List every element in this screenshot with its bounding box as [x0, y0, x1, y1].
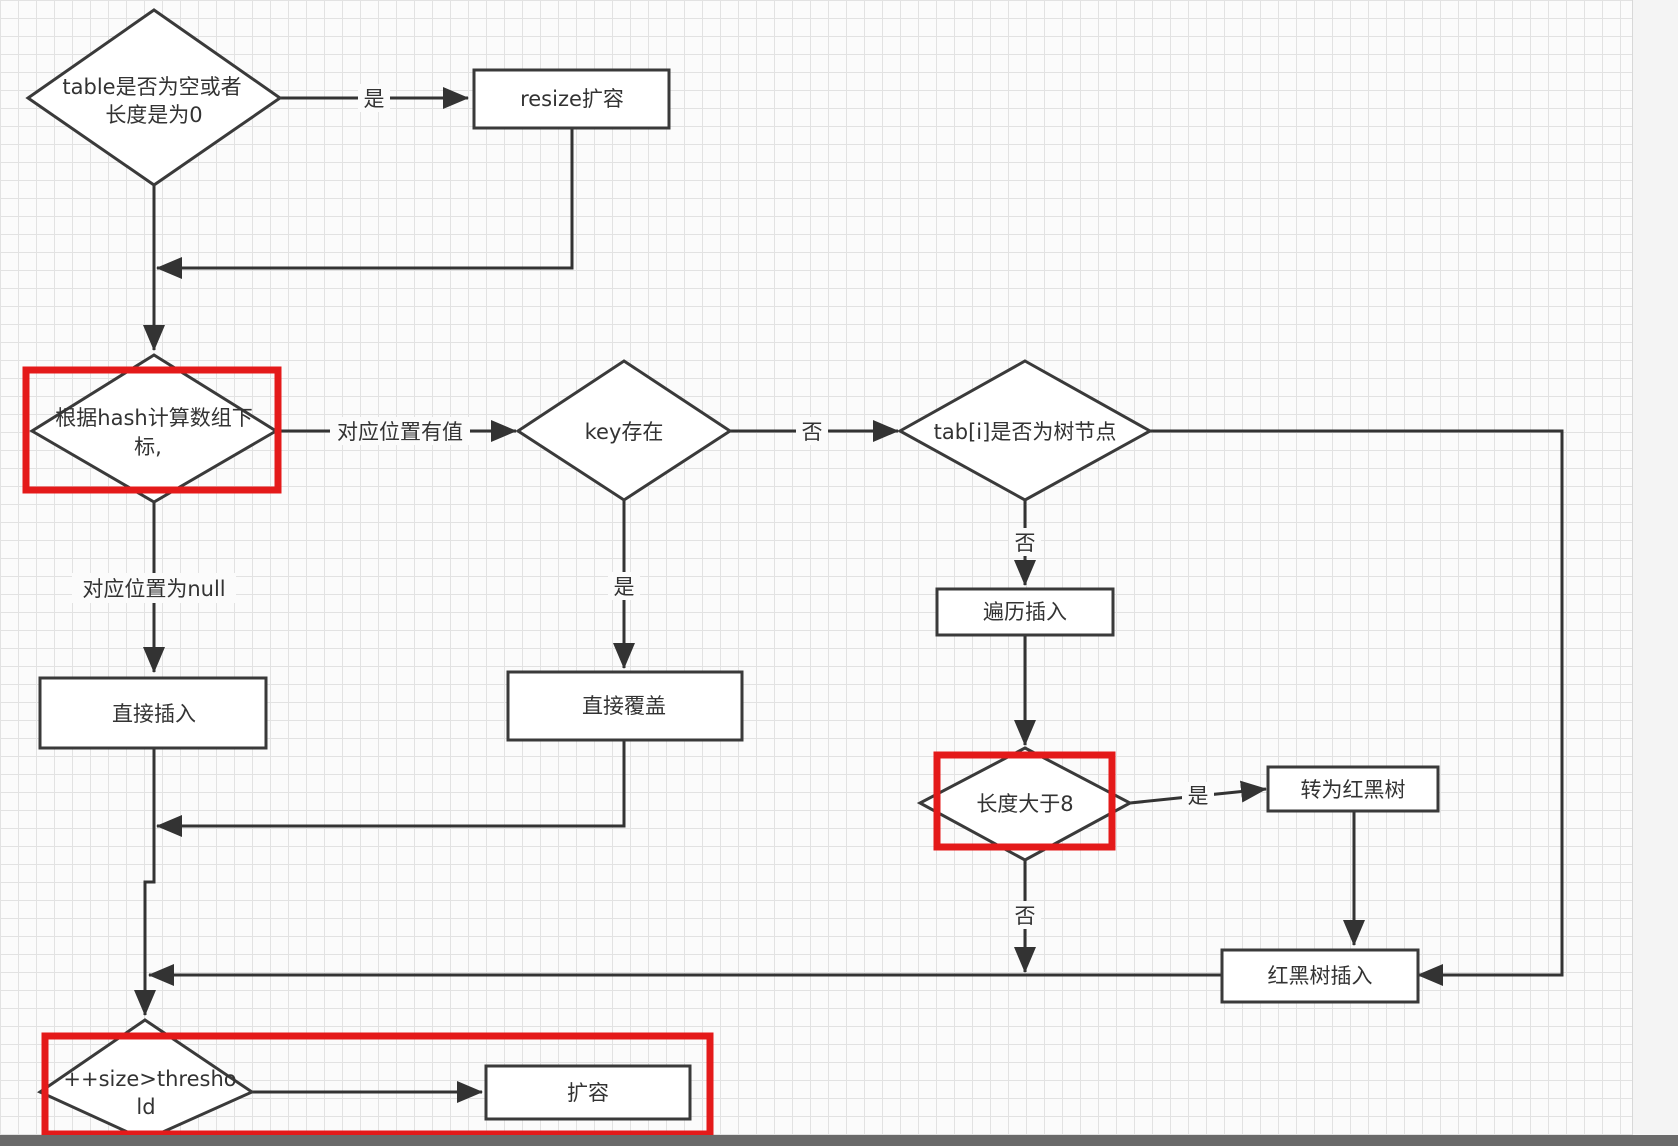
- node-direct-insert-label: 直接插入: [112, 702, 196, 726]
- node-direct-cover-label: 直接覆盖: [582, 694, 666, 718]
- highlight-calc-index: [22, 366, 282, 494]
- label-no-len: 否: [1015, 904, 1036, 928]
- node-len-gt8[interactable]: 长度大于8: [916, 746, 1134, 862]
- node-rbtree-insert-label: 红黑树插入: [1268, 964, 1373, 988]
- node-key-exists-label: key存在: [585, 420, 664, 444]
- node-calc-index-line2: 标,: [134, 435, 162, 459]
- node-key-exists[interactable]: key存在: [515, 359, 733, 502]
- node-check-size-line2: ld: [136, 1095, 155, 1119]
- node-traverse-insert-label: 遍历插入: [983, 600, 1067, 624]
- edge-cover-back: [156, 740, 626, 837]
- node-calc-index[interactable]: 根据hash计算数组下 标,: [29, 353, 279, 504]
- node-calc-index-line1: 根据hash计算数组下: [55, 406, 252, 430]
- node-to-rbtree[interactable]: 转为红黑树: [1266, 765, 1440, 813]
- node-is-tree[interactable]: tab[i]是否为树节点: [896, 359, 1154, 502]
- node-traverse-insert[interactable]: 遍历插入: [935, 587, 1115, 637]
- label-no-key: 否: [802, 420, 823, 444]
- highlight-size-expand: [41, 1032, 714, 1138]
- node-len-gt8-label: 长度大于8: [976, 792, 1073, 816]
- highlight-len-gt8: [933, 751, 1116, 851]
- label-yes-key: 是: [614, 575, 635, 599]
- node-check-table-line1: table是否为空或者: [62, 75, 241, 99]
- node-check-table-line2: 长度是为0: [105, 103, 202, 127]
- node-check-table[interactable]: table是否为空或者 长度是为0: [25, 8, 283, 187]
- label-yes-len: 是: [1188, 784, 1209, 808]
- node-is-tree-label: tab[i]是否为树节点: [934, 420, 1117, 444]
- node-expand[interactable]: 扩容: [484, 1064, 692, 1121]
- node-resize[interactable]: resize扩容: [472, 68, 671, 130]
- label-slot-has-value: 对应位置有值: [337, 420, 463, 444]
- node-rbtree-insert[interactable]: 红黑树插入: [1220, 948, 1420, 1004]
- node-direct-cover[interactable]: 直接覆盖: [506, 670, 744, 742]
- canvas-right-margin: [1632, 0, 1678, 1146]
- label-yes-resize: 是: [364, 87, 385, 111]
- node-check-size-line1: ++size>thresho: [63, 1067, 236, 1091]
- edge-labels: 是 对应位置有值 否 否 对应位置为null 是 是 否: [72, 84, 1214, 929]
- label-no-tree: 否: [1015, 531, 1036, 555]
- edge-resize-back: [156, 128, 574, 279]
- bottom-scrollbar[interactable]: [0, 1135, 1678, 1146]
- node-direct-insert[interactable]: 直接插入: [38, 676, 268, 750]
- node-check-size[interactable]: ++size>thresho ld: [36, 1018, 256, 1142]
- edges: [134, 87, 1564, 1103]
- highlights: [22, 366, 1116, 1138]
- node-expand-label: 扩容: [567, 1081, 609, 1105]
- edge-direct-down: [134, 748, 156, 1016]
- edge-tree-to-rbinsert: [1150, 429, 1564, 986]
- node-resize-label: resize扩容: [520, 87, 624, 111]
- node-to-rbtree-label: 转为红黑树: [1301, 778, 1406, 802]
- label-slot-null: 对应位置为null: [82, 577, 225, 601]
